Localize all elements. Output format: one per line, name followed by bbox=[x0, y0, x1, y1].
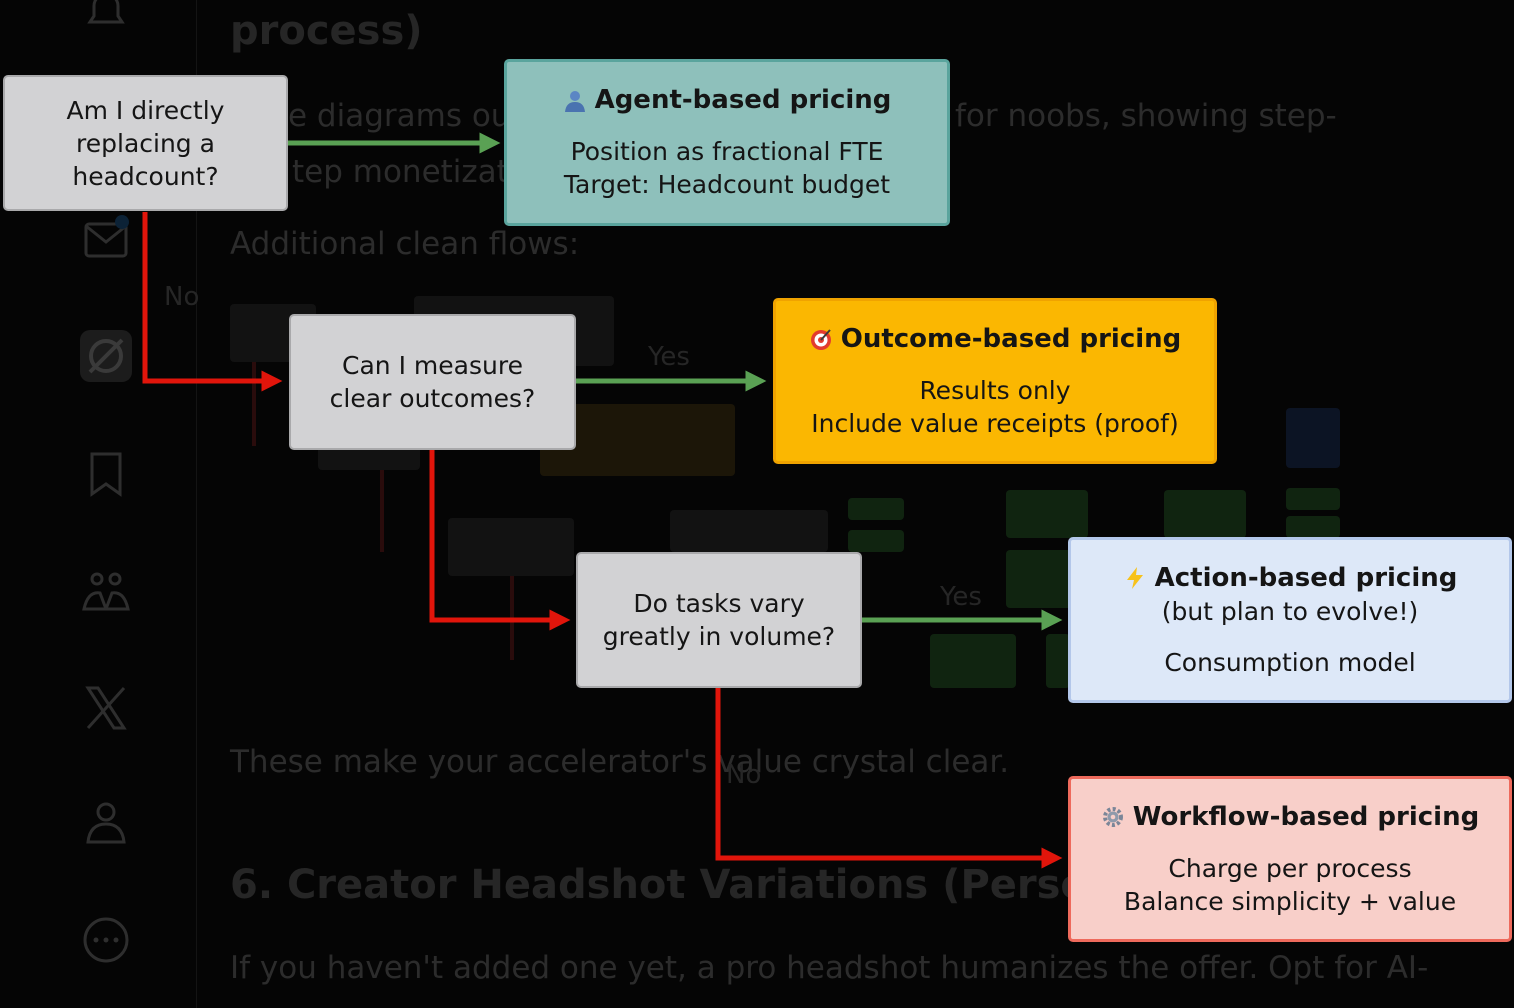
result-workflow-based-pricing: Workflow-based pricing Charge per proces… bbox=[1068, 776, 1512, 942]
result-line: Balance simplicity + value bbox=[1123, 886, 1457, 916]
question-line: clear outcomes? bbox=[329, 384, 536, 413]
bg-line: Additional clean flows: bbox=[230, 226, 580, 262]
bg-line: If you haven't added one yet, a pro head… bbox=[230, 950, 1429, 986]
lightning-icon bbox=[1123, 566, 1147, 590]
ghost-node bbox=[1046, 634, 1070, 688]
x-logo-icon[interactable] bbox=[80, 682, 132, 734]
question-replacing-headcount: Am I directly replacing a headcount? bbox=[3, 75, 288, 211]
result-line: Include value receipts (proof) bbox=[811, 408, 1179, 438]
result-action-based-pricing: Action-based pricing (but plan to evolve… bbox=[1068, 537, 1512, 703]
result-title: Agent-based pricing bbox=[563, 84, 892, 117]
ghost-node bbox=[848, 530, 904, 552]
ghost-node bbox=[930, 634, 1016, 688]
ghost-node bbox=[848, 498, 904, 520]
result-title-text: Action-based pricing bbox=[1154, 562, 1458, 593]
ghost-node bbox=[1286, 408, 1340, 468]
branch-label-yes: Yes bbox=[940, 582, 982, 612]
ghost-node bbox=[448, 518, 574, 576]
result-title: Outcome-based pricing bbox=[809, 323, 1182, 356]
question-tasks-vary-volume: Do tasks vary greatly in volume? bbox=[576, 552, 862, 688]
result-title-text: Agent-based pricing bbox=[594, 85, 892, 115]
bg-heading-section-6: 6. Creator Headshot Variations (Personal… bbox=[230, 862, 1210, 908]
mail-icon[interactable] bbox=[80, 212, 132, 264]
target-icon bbox=[809, 327, 833, 351]
sidebar bbox=[0, 0, 197, 1008]
ghost-node bbox=[1286, 516, 1340, 538]
branch-label-yes: Yes bbox=[648, 342, 690, 372]
question-line: Am I directly bbox=[66, 95, 225, 125]
bg-line: These make your accelerator's value crys… bbox=[230, 744, 1010, 780]
ghost-node bbox=[1006, 550, 1072, 608]
profile-icon[interactable] bbox=[80, 798, 132, 850]
result-title: Action-based pricing bbox=[1123, 562, 1458, 595]
ghost-node bbox=[1286, 488, 1340, 510]
grok-icon[interactable] bbox=[80, 330, 132, 382]
more-icon[interactable] bbox=[80, 914, 132, 966]
result-line: Position as fractional FTE bbox=[570, 137, 884, 166]
bg-line: for noobs, showing step- bbox=[955, 98, 1337, 134]
result-line: Charge per process bbox=[1168, 853, 1412, 883]
result-line: Results only bbox=[919, 375, 1071, 405]
ghost-connector bbox=[252, 362, 256, 446]
question-measure-outcomes: Can I measure clear outcomes? bbox=[289, 314, 576, 450]
ghost-node bbox=[670, 510, 828, 552]
bg-line: tep monetizati bbox=[292, 154, 518, 190]
result-subtitle: (but plan to evolve!) bbox=[1161, 596, 1419, 626]
branch-label-no: No bbox=[726, 760, 762, 790]
bg-line: e diagrams out bbox=[288, 98, 523, 134]
no-arrow-workflow bbox=[715, 688, 1063, 869]
no-arrow-q2 bbox=[142, 212, 283, 392]
result-agent-based-pricing: Agent-based pricing Position as fraction… bbox=[504, 59, 950, 226]
question-line: greatly in volume? bbox=[602, 622, 836, 651]
communities-icon[interactable] bbox=[80, 565, 132, 617]
ghost-connector bbox=[380, 470, 384, 552]
result-title-text: Outcome-based pricing bbox=[840, 323, 1182, 354]
ghost-node bbox=[1006, 490, 1088, 538]
question-line: replacing a bbox=[76, 128, 215, 158]
bell-icon[interactable] bbox=[80, 0, 132, 38]
question-line: Can I measure bbox=[342, 351, 523, 380]
gear-icon bbox=[1101, 805, 1125, 829]
result-title-text: Workflow-based pricing bbox=[1132, 801, 1480, 832]
result-outcome-based-pricing: Outcome-based pricing Results only Inclu… bbox=[773, 298, 1217, 464]
bg-heading-process: process) bbox=[230, 8, 423, 54]
person-icon bbox=[563, 89, 587, 113]
branch-label-no: No bbox=[164, 282, 200, 312]
no-arrow-q3 bbox=[429, 450, 571, 631]
result-line: Target: Headcount budget bbox=[563, 170, 891, 199]
result-line: Consumption model bbox=[1164, 647, 1416, 677]
question-line: Do tasks vary bbox=[633, 589, 805, 618]
bookmark-icon[interactable] bbox=[80, 448, 132, 500]
question-line: headcount? bbox=[72, 161, 219, 191]
result-title: Workflow-based pricing bbox=[1101, 801, 1479, 834]
ghost-node bbox=[1164, 490, 1246, 538]
